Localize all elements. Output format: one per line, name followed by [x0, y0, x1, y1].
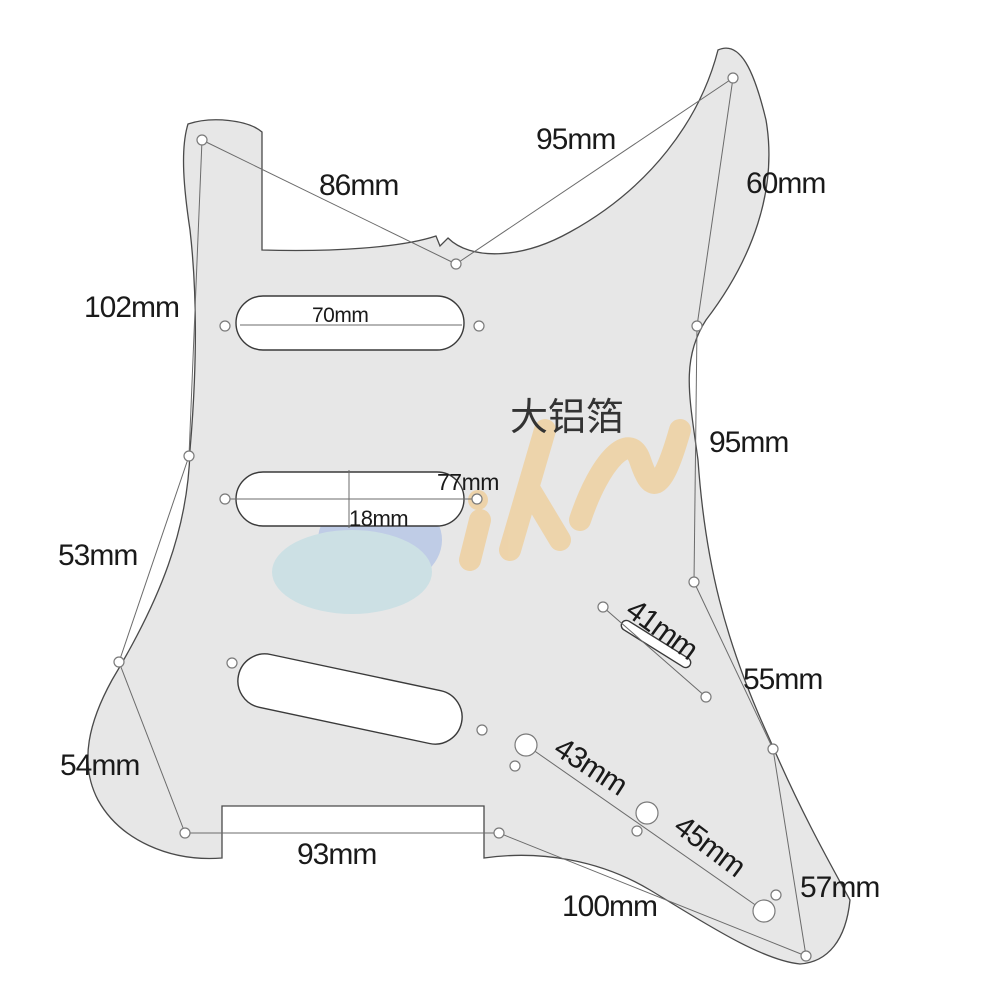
pickup-screw-hole [226, 657, 238, 669]
holes [113, 72, 812, 962]
dim-line-right-lower [693, 581, 774, 750]
dim-line-switch [602, 606, 707, 698]
pickup-screw-hole [476, 724, 488, 736]
label-middle-pickup-height: 18mm [349, 506, 408, 531]
label-left-middle: 53mm [58, 539, 137, 572]
knob-hole-tone-1 [635, 801, 659, 825]
knob-pin-hole [509, 760, 521, 772]
label-bottom-right: 100mm [562, 890, 657, 923]
pickguard-body [87, 47, 851, 965]
label-right-middle: 95mm [709, 426, 788, 459]
label-top-right-to-right-upper: 60mm [746, 167, 825, 200]
dim-line-bottom-right [498, 832, 807, 957]
pickup-screw-hole [219, 320, 231, 332]
pickup-screw-hole [219, 493, 231, 505]
bridge-pickup-slot [237, 653, 463, 745]
pickup-screw-hole [473, 320, 485, 332]
switch-screw-hole [597, 601, 609, 613]
label-left-top: 102mm [84, 291, 179, 324]
switch-slot [620, 619, 692, 669]
screw-hole [183, 450, 195, 462]
dim-line-knobs [525, 744, 765, 912]
knob-pin-hole [631, 825, 643, 837]
watermark-leaf-teal [272, 530, 432, 614]
screw-hole [767, 743, 779, 755]
label-center-top-right: 95mm [536, 123, 615, 156]
label-right-bottom: 57mm [800, 871, 879, 904]
label-right-lower: 55mm [743, 663, 822, 696]
knob-hole-volume [514, 733, 538, 757]
label-bottom-left: 93mm [297, 838, 376, 871]
label-left-lower: 54mm [60, 749, 139, 782]
screw-hole [691, 320, 703, 332]
label-top-left-center: 86mm [319, 169, 398, 202]
knob-pin-hole [770, 889, 782, 901]
dim-line-left-lower [118, 661, 186, 834]
dim-line-right-upper [696, 77, 734, 327]
label-middle-pickup-width: 77mm [437, 469, 499, 495]
material-label: 大铝箔 [510, 395, 624, 439]
dim-line-center-top-right [455, 77, 734, 265]
dim-line-left-middle [118, 455, 190, 663]
dim-line-right-bottom [772, 748, 807, 957]
screw-hole [113, 656, 125, 668]
switch-screw-hole [700, 691, 712, 703]
neck-pickup-slot [235, 295, 465, 351]
knob-hole-tone-2 [752, 899, 776, 923]
screw-hole [727, 72, 739, 84]
label-neck-pickup-width: 70mm [312, 304, 368, 327]
dim-line-top-left-center [201, 139, 457, 265]
screw-hole [179, 827, 191, 839]
watermark-letters [459, 419, 691, 571]
screw-hole [196, 134, 208, 146]
screw-hole [450, 258, 462, 270]
dimension-lines [118, 77, 807, 957]
screw-hole [493, 827, 505, 839]
dim-line-right-middle [693, 325, 698, 583]
dim-line-left-top [188, 139, 203, 457]
screw-hole [800, 950, 812, 962]
pickup-screw-hole [471, 493, 483, 505]
screw-hole [688, 576, 700, 588]
